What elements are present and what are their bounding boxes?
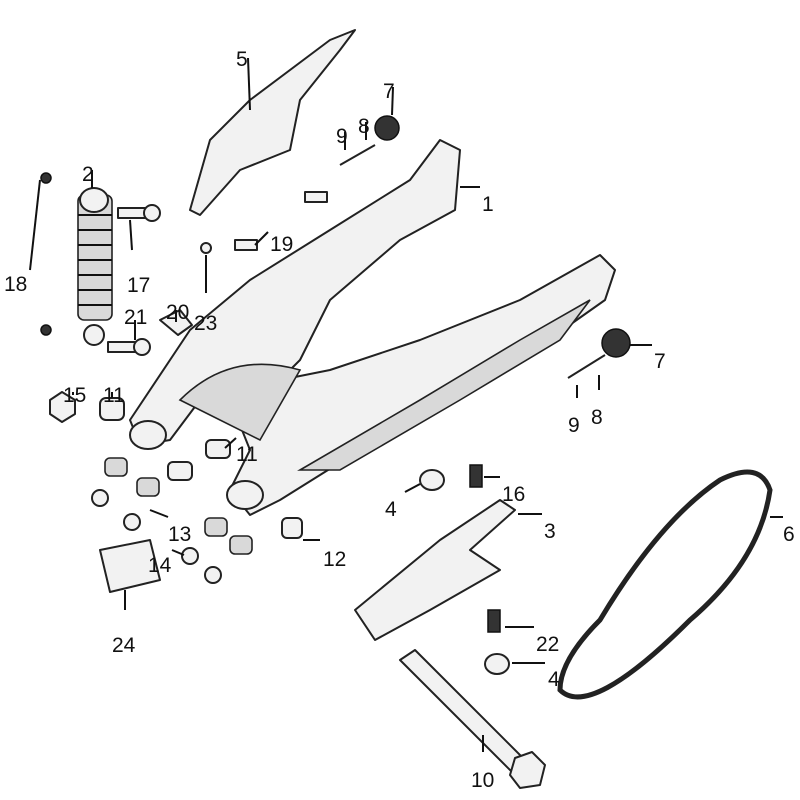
part-callout-23: 23 [194,312,217,335]
small-parts [40,115,631,675]
part-callout-21: 21 [124,306,147,329]
part-callout-13: 13 [168,523,191,546]
part-callout-4: 4 [548,668,560,691]
part-callout-19: 19 [270,233,293,256]
part-callout-9: 9 [568,414,580,437]
leader-line [29,179,41,271]
part-callout-22: 22 [536,633,559,656]
part-callout-3: 3 [544,520,556,543]
part-callout-24: 24 [112,634,136,657]
drive-chain [557,469,773,700]
part-callout-9: 9 [336,125,348,148]
part-callout-8: 8 [358,115,370,138]
part-callout-18: 18 [4,273,27,296]
leader-line [149,509,169,518]
part-callout-16: 16 [502,483,525,506]
shock-absorber [77,187,113,346]
part-callout-5: 5 [236,48,248,71]
part-callout-11: 11 [236,443,258,466]
leader-line [129,219,133,251]
leader-line [254,231,269,246]
part-callout-11: 11 [103,384,125,407]
part-callout-17: 17 [127,274,150,297]
leader-line [171,549,185,556]
part-callout-7: 7 [654,350,666,373]
chain-slider [354,499,516,641]
leader-line [224,437,237,449]
part-callout-7: 7 [383,80,395,103]
part-callout-10: 10 [471,769,494,792]
leader-line [404,483,421,493]
leader-line [391,86,394,116]
part-callout-8: 8 [591,406,603,429]
leader-line [247,57,251,111]
part-callout-1: 1 [482,193,494,216]
part-callout-6: 6 [783,523,795,546]
part-callout-12: 12 [323,548,346,571]
part-callout-15: 15 [63,384,86,407]
part-callout-14: 14 [148,554,172,577]
part-callout-2: 2 [82,163,94,186]
swingarm [129,139,616,516]
chain-guard [189,29,356,216]
axle [399,649,546,789]
part-callout-20: 20 [166,301,189,324]
part-callout-4: 4 [385,498,397,521]
